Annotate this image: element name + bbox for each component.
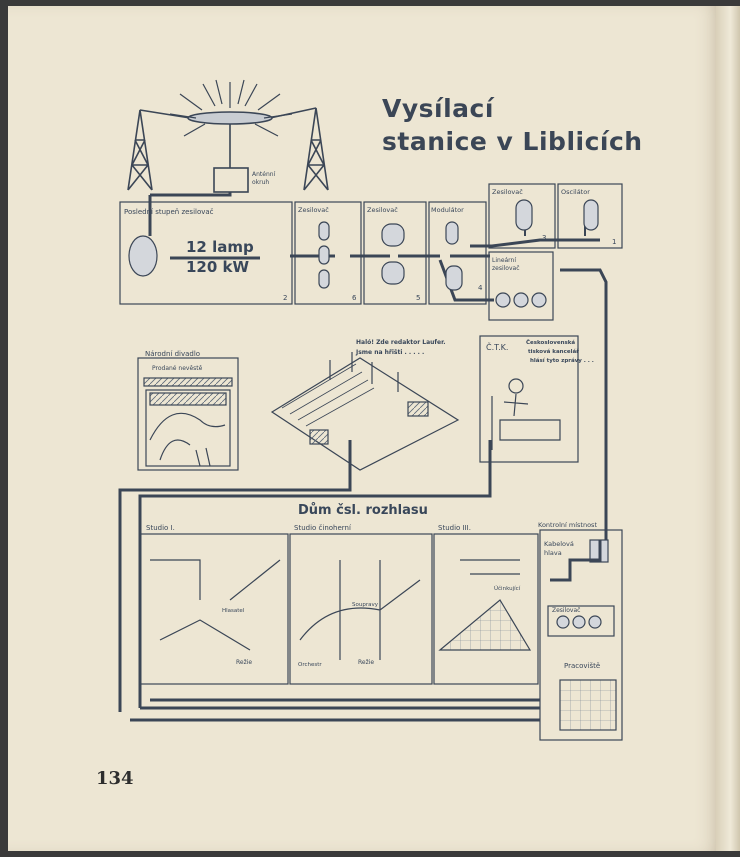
- linear-amp-label-1: Lineární: [492, 257, 516, 264]
- cable-head-label-2: hlava: [544, 549, 562, 557]
- stage-number-6: 6: [352, 294, 357, 302]
- stage-number-4: 4: [478, 284, 483, 292]
- title-line-2: stanice v Liblicích: [382, 127, 643, 156]
- amp1-label: Zesilovač: [298, 206, 329, 214]
- ucinkujici-label: Účinkující: [494, 585, 521, 592]
- stage-number-1: 1: [612, 238, 616, 246]
- ctk-panel: [138, 335, 579, 708]
- ctk-label: Č.T.K.: [486, 341, 508, 352]
- stage-number-3: 3: [542, 234, 546, 242]
- studio3-label: Studio III.: [438, 524, 471, 532]
- stage-number-2: 2: [283, 294, 287, 302]
- cable-head-label-1: Kabelová: [544, 540, 574, 548]
- coil-drum-icon: [128, 235, 158, 277]
- control-amp-label: Zesilovač: [552, 607, 580, 614]
- stadium-speech-1: Haló! Zde redaktor Laufer.: [356, 339, 445, 346]
- amplifier-lamps: [128, 199, 599, 308]
- antenna-box-label-2: okruh: [252, 179, 269, 186]
- modulator-label: Modulátor: [431, 206, 464, 214]
- radiation-rays: [169, 79, 293, 137]
- amp2-label: Zesilovač: [367, 206, 398, 214]
- studio1-label: Studio I.: [146, 524, 175, 532]
- stadium-panel: [118, 352, 460, 712]
- page-edge: [716, 6, 740, 851]
- radio-house: [130, 520, 623, 741]
- studio2-label: Studio činoherní: [294, 524, 352, 532]
- title-line-1: Vysílací: [382, 94, 494, 123]
- pracoviste-label: Pracoviště: [564, 662, 600, 670]
- theatre-label: Národní divadlo: [145, 350, 200, 358]
- lamps-label: 12 lamp: [186, 238, 254, 256]
- stage-number-5: 5: [416, 294, 420, 302]
- stadium-speech-2: Jsme na hřišti . . . . .: [355, 349, 424, 356]
- power-label: 120 kW: [186, 258, 250, 276]
- ctk-speech-1: Československá: [526, 339, 575, 346]
- ctk-speech-2: tisková kancelář: [528, 348, 579, 355]
- house-label: Dům čsl. rozhlasu: [298, 503, 428, 518]
- theatre-subtitle: Prodané nevěstě: [152, 365, 203, 372]
- soupravy-label: Soupravy: [352, 602, 379, 608]
- hlasatel-label: Hlasatel: [222, 608, 245, 614]
- rezie2-label: Režie: [358, 659, 374, 666]
- orchestr-label: Orchestr: [298, 662, 322, 668]
- page-title: Vysílací stanice v Liblicích: [382, 92, 643, 158]
- rezie-label: Režie: [236, 659, 252, 666]
- control-room-label: Kontrolní místnost: [538, 521, 597, 529]
- transmitter-chain: [119, 183, 623, 520]
- antenna-towers: [127, 107, 329, 193]
- ctk-speech-3: hlásí tyto zprávy . . .: [530, 357, 594, 364]
- linear-amp-label-2: zesilovač: [492, 265, 520, 272]
- antenna-box-label-1: Anténní: [252, 171, 276, 178]
- page-number: 134: [96, 768, 134, 789]
- final-amp-label: Poslední stupeň zesilovač: [124, 208, 214, 216]
- amp3-label: Zesilovač: [492, 188, 523, 196]
- oscillator-label: Oscilátor: [561, 188, 590, 196]
- theatre-panel: [137, 357, 239, 471]
